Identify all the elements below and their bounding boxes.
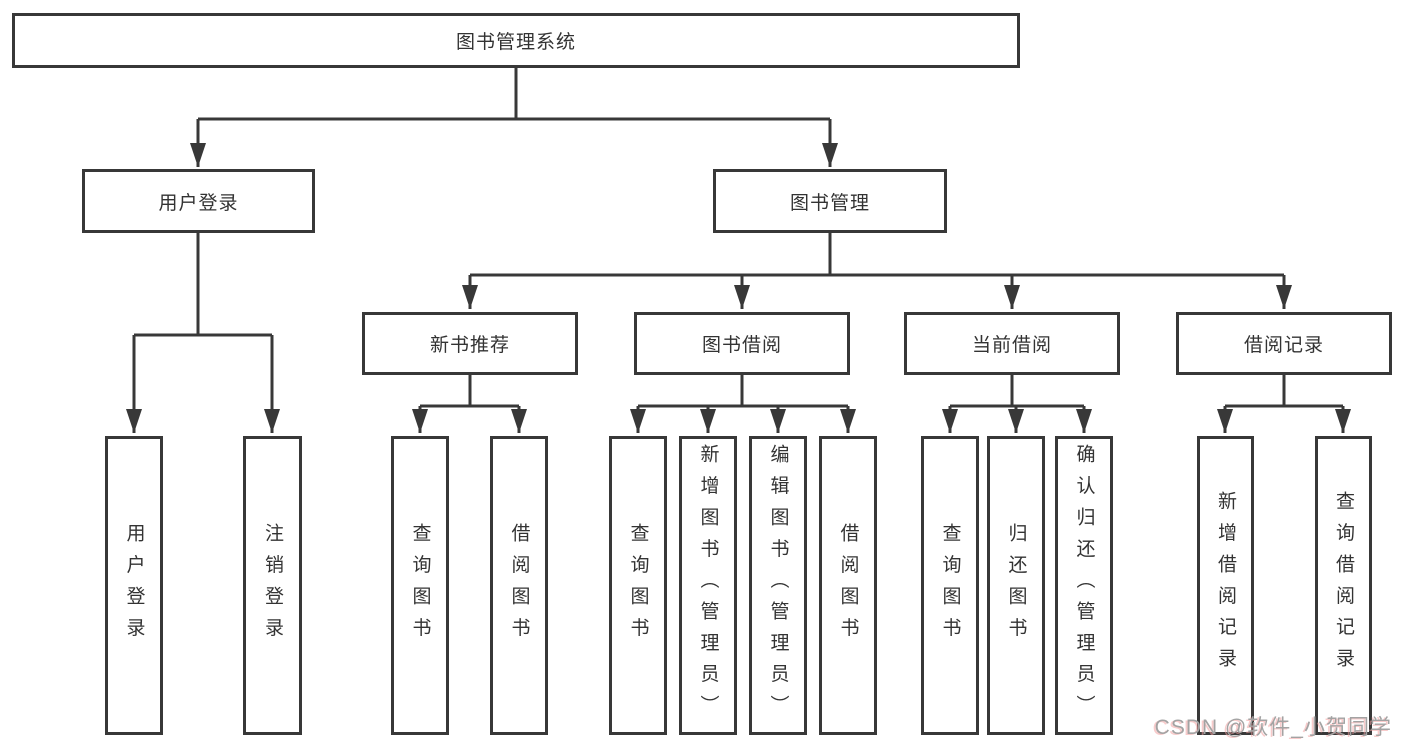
- leaf-borrow-books-recommend: 借阅图书: [490, 436, 548, 735]
- node-label: 图书管理: [789, 192, 870, 214]
- leaf-add-borrow-record: 新增借阅记录: [1197, 436, 1254, 735]
- leaf-edit-book-admin: 编辑图书（管理员）: [749, 436, 807, 735]
- leaf-label: 查询图书: [627, 522, 649, 649]
- leaf-label: 新增借阅记录: [1215, 491, 1236, 680]
- leaf-logout: 注销登录: [243, 436, 302, 735]
- leaf-label: 归还图书: [1005, 522, 1027, 649]
- node-label: 图书管理系统: [455, 32, 576, 53]
- leaf-label: 用户登录: [123, 522, 145, 649]
- node-library-management-system: 图书管理系统: [12, 13, 1020, 68]
- leaf-user-login: 用户登录: [105, 436, 163, 735]
- node-label: 用户登录: [158, 192, 239, 214]
- node-borrow-records: 借阅记录: [1176, 312, 1392, 375]
- leaf-label: 新增图书（管理员）: [697, 444, 719, 727]
- leaf-label: 确认归还（管理员）: [1073, 444, 1095, 727]
- node-current-borrow: 当前借阅: [904, 312, 1120, 375]
- node-label: 图书借阅: [701, 335, 782, 356]
- node-book-management: 图书管理: [713, 169, 947, 233]
- node-user-login: 用户登录: [82, 169, 315, 233]
- leaf-label: 借阅图书: [837, 522, 859, 649]
- leaf-query-books-recommend: 查询图书: [391, 436, 449, 735]
- leaf-borrow-books: 借阅图书: [819, 436, 877, 735]
- leaf-label: 编辑图书（管理员）: [767, 444, 789, 727]
- node-book-borrow: 图书借阅: [634, 312, 850, 375]
- leaf-query-books-borrow: 查询图书: [609, 436, 667, 735]
- leaf-return-books: 归还图书: [987, 436, 1045, 735]
- csdn-watermark: CSDN @软件_小贺同学: [1154, 716, 1392, 739]
- leaf-label: 注销登录: [262, 522, 283, 649]
- leaf-label: 借阅图书: [508, 522, 530, 649]
- leaf-label: 查询借阅记录: [1333, 491, 1354, 680]
- node-label: 新书推荐: [429, 335, 510, 356]
- node-label: 当前借阅: [971, 335, 1052, 356]
- node-new-book-recommend: 新书推荐: [362, 312, 578, 375]
- leaf-query-borrow-record: 查询借阅记录: [1315, 436, 1372, 735]
- leaf-label: 查询图书: [409, 522, 431, 649]
- leaf-label: 查询图书: [939, 522, 961, 649]
- node-label: 借阅记录: [1243, 335, 1324, 356]
- leaf-query-books-current: 查询图书: [921, 436, 979, 735]
- leaf-add-book-admin: 新增图书（管理员）: [679, 436, 737, 735]
- leaf-confirm-return-admin: 确认归还（管理员）: [1055, 436, 1113, 735]
